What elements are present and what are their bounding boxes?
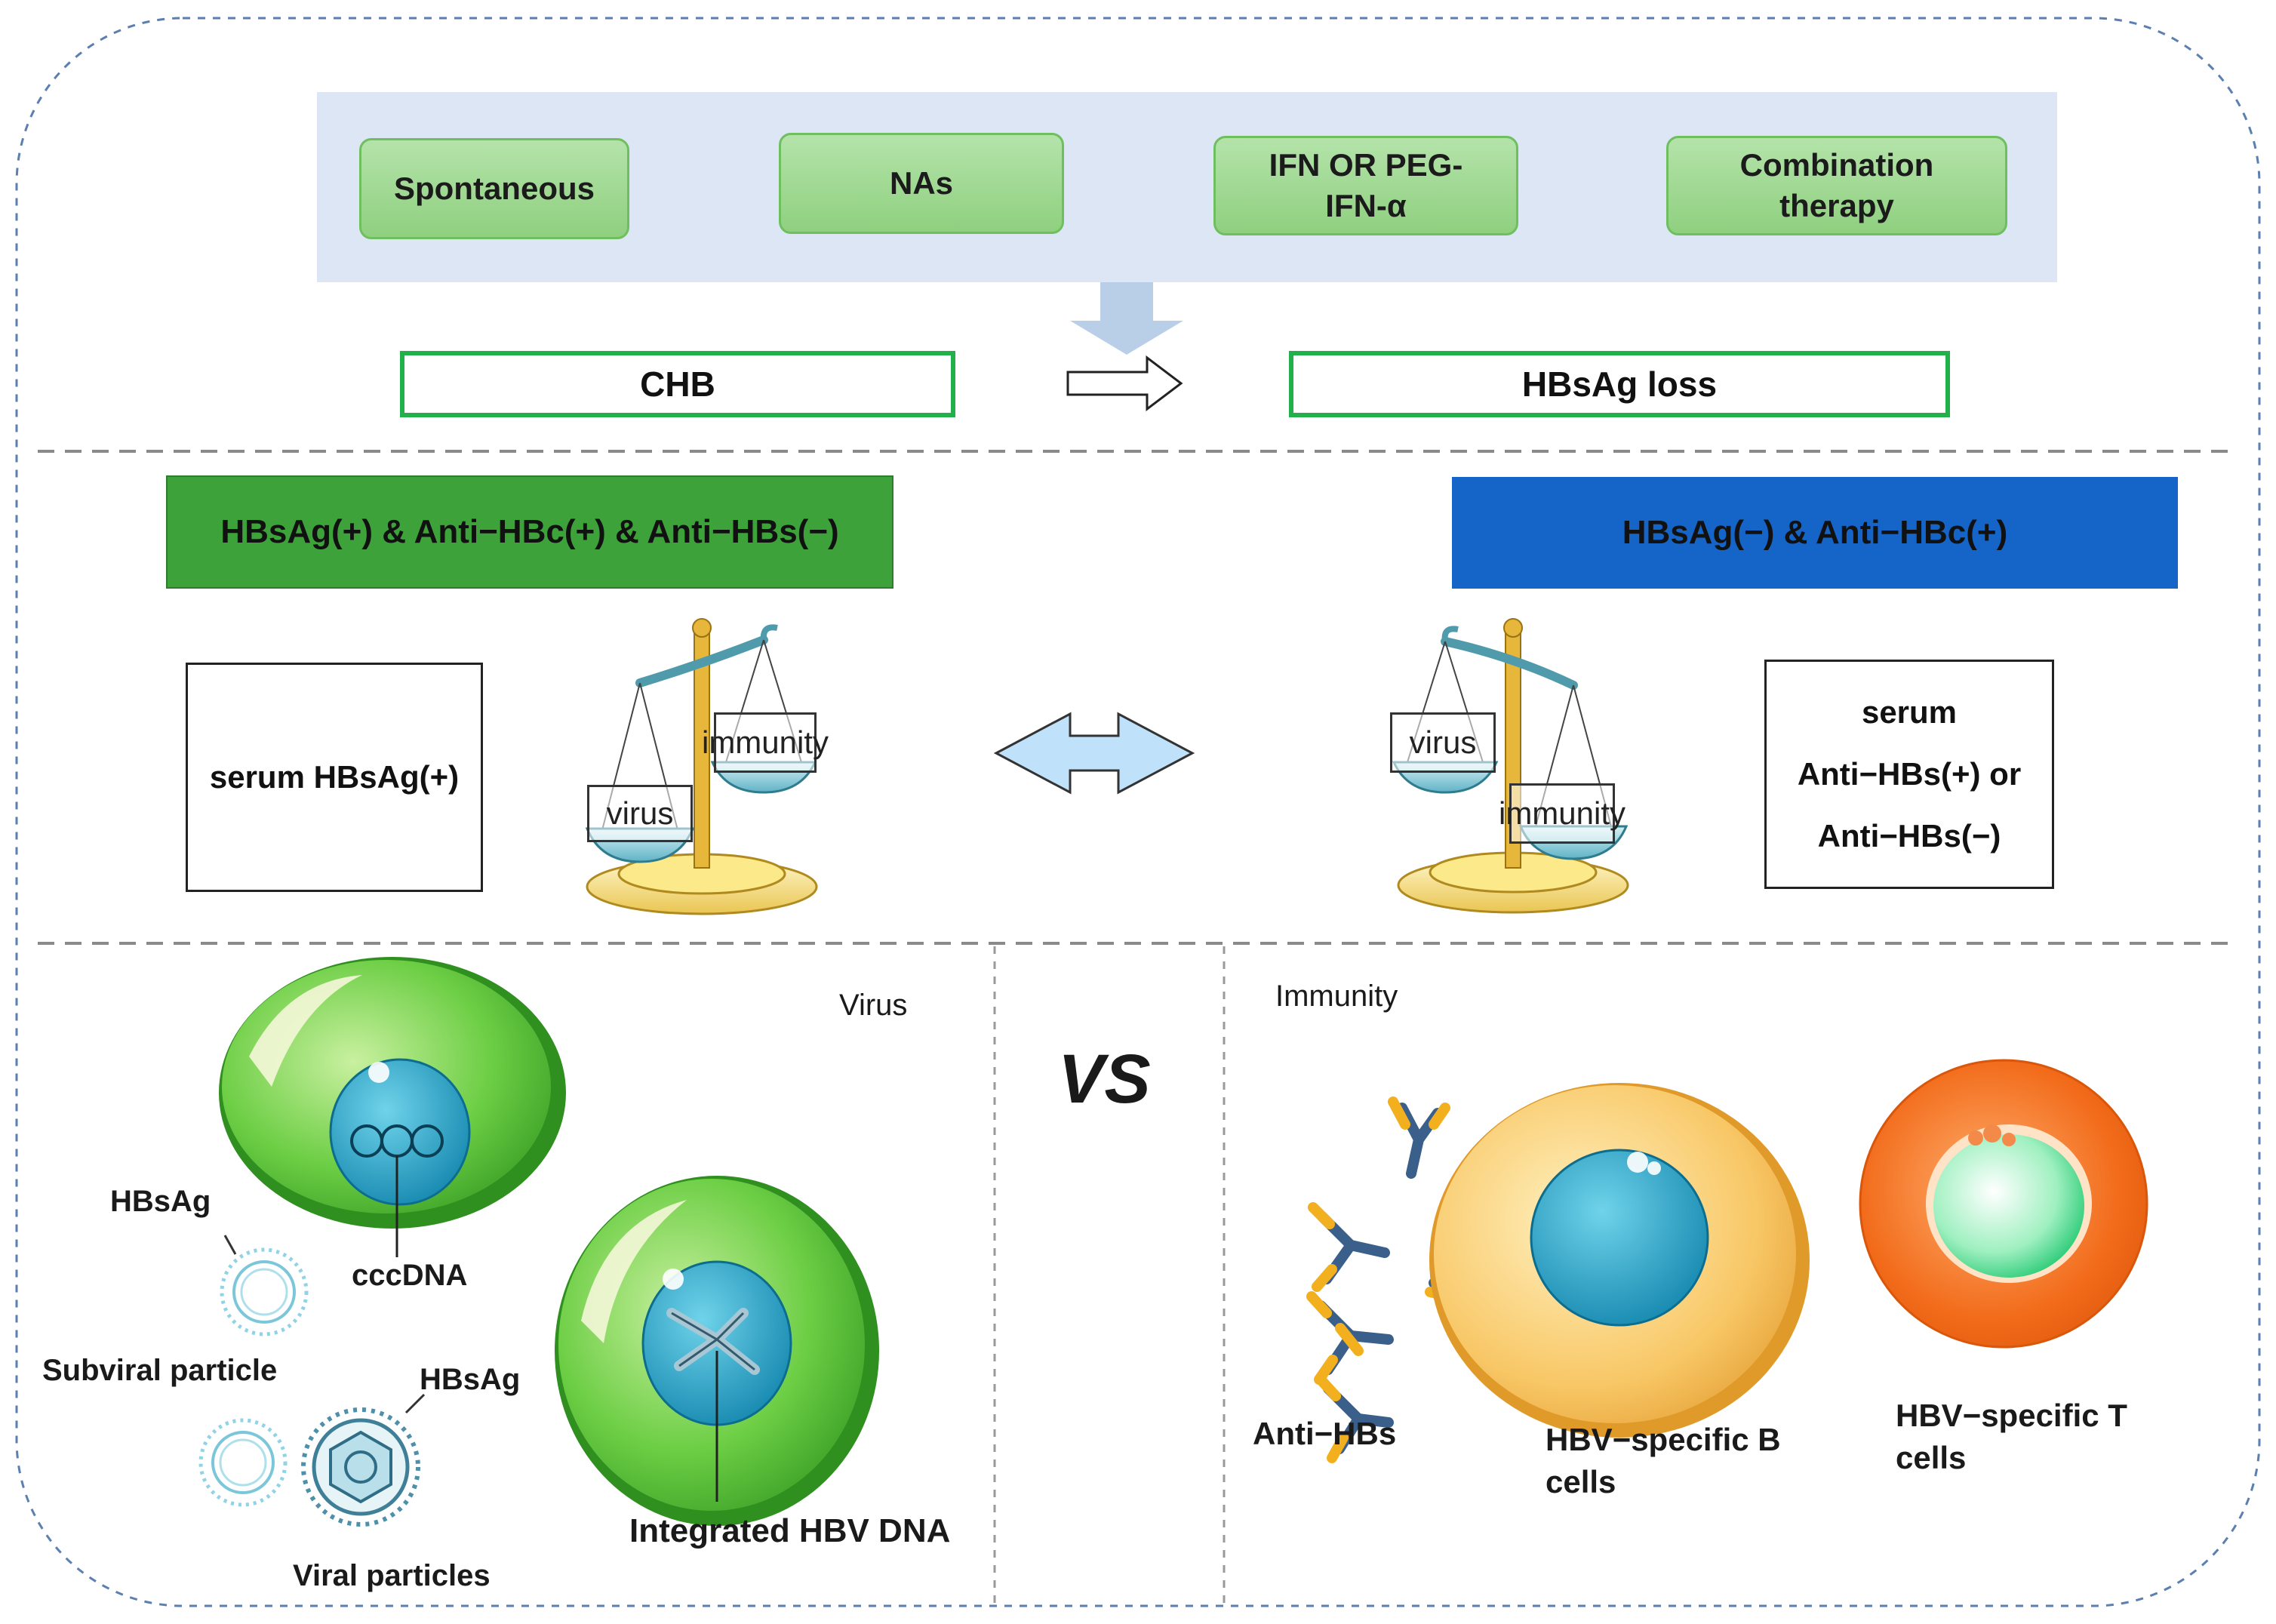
label-hbsag-2: HBsAg [420,1363,521,1396]
label-viral-particles: Viral particles [293,1559,491,1592]
hbsag-loss-box: HBsAg loss [1289,351,1950,417]
label-hbsag-1: HBsAg [110,1185,211,1218]
serum-right-line-3: Anti−HBs(−) [1817,818,2001,854]
label-b-cells: HBV−specific B cells [1546,1422,1781,1499]
treatment-combination: Combination therapy [1666,136,2007,235]
serum-left-text: serum HBsAg(+) [209,759,460,795]
subviral-particle-2 [198,1418,288,1507]
vs-label: VS [1058,1041,1151,1118]
serum-left-box: serum HBsAg(+) [186,663,483,892]
balance-scale-right [1392,618,1629,914]
label-subviral: Subviral particle [42,1354,278,1387]
virus-title: Virus [839,989,908,1022]
status-left: HBsAg(+) & Anti−HBc(+) & Anti−HBs(−) [166,475,893,589]
tag-virus-right: virus [1390,712,1496,773]
treatment-ifn: IFN OR PEG- IFN-α [1213,136,1518,235]
tag-virus-left: virus [587,785,693,842]
b-cell [1429,1083,1810,1438]
serum-right-line-2: Anti−HBs(+) or [1797,756,2022,792]
t-cell [1859,1059,2148,1349]
immunity-title: Immunity [1275,980,1398,1013]
serum-right-box: serum Anti−HBs(+) or Anti−HBs(−) [1764,660,2054,889]
viral-particle [301,1393,426,1527]
hepatocyte-cccdna [219,957,566,1257]
chb-box: CHB [400,351,955,417]
balance-scale-left [585,618,818,915]
label-t-cells: HBV−specific T cells [1896,1398,2127,1475]
label-anti-hbs: Anti−HBs [1253,1416,1397,1451]
subviral-particle-1 [220,1235,309,1336]
tag-immunity-right: immunity [1499,783,1625,844]
tag-immunity-left: immunity [702,712,829,773]
serum-right-line-1: serum [1861,694,1958,730]
status-right: HBsAg(−) & Anti−HBc(+) [1452,477,2178,589]
treatment-spontaneous: Spontaneous [359,138,629,239]
hepatocyte-integrated [555,1176,879,1526]
label-cccdna: cccDNA [352,1259,468,1292]
treatment-nas: NAs [779,133,1064,234]
label-integrated-dna: Integrated HBV DNA [629,1512,951,1549]
